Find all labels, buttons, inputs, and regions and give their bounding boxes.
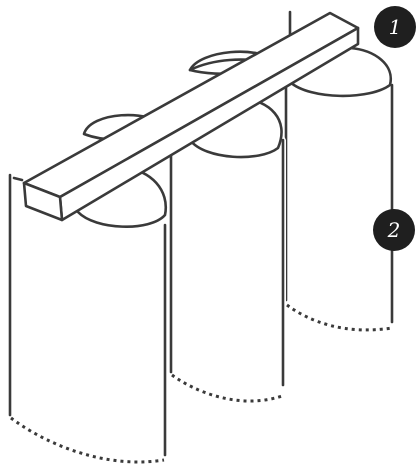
callout-marker-2: 2 xyxy=(373,209,415,251)
callout-marker-1: 1 xyxy=(374,6,416,48)
callout-label-2: 2 xyxy=(387,218,401,242)
callout-label-1: 1 xyxy=(389,15,402,39)
curtain-rail xyxy=(22,11,360,222)
pleat-column-front xyxy=(8,173,167,464)
curtain-folds xyxy=(76,46,393,228)
